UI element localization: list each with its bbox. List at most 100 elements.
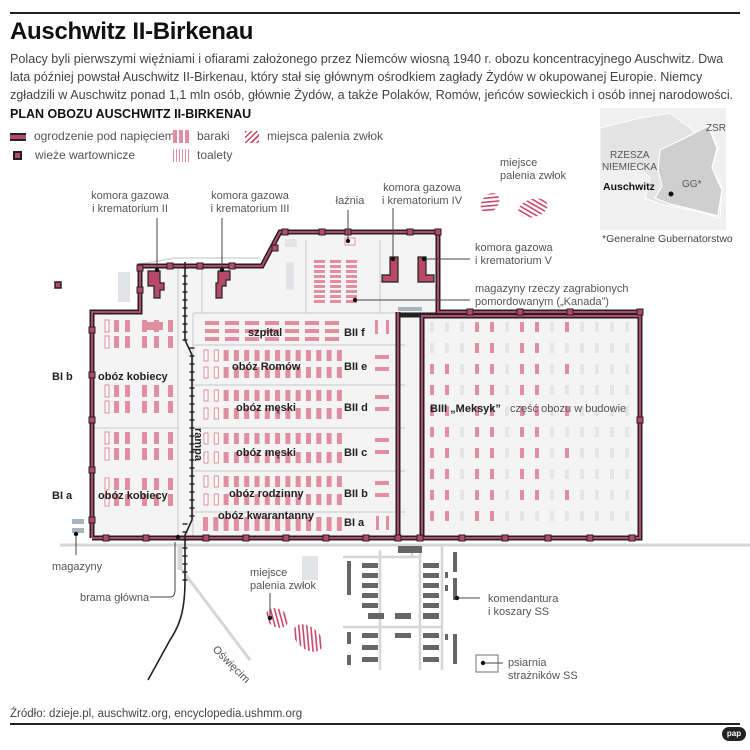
barrack [305,329,319,333]
barrack [505,322,509,332]
barrack [565,406,569,416]
barrack [326,433,332,444]
ss-building [453,634,457,664]
barrack [114,478,119,490]
barrack [114,432,119,444]
burning-sites [265,193,548,652]
section-biie-code: BII e [344,361,367,373]
barrack [305,321,319,325]
barrack [505,406,509,416]
barrack [336,367,342,378]
watch-tower [166,262,174,270]
ss-building [423,593,439,598]
barrack [346,295,357,298]
inset-auschwitz: Auschwitz [603,181,655,193]
section-biif-code: BII f [344,327,365,339]
section-bia-code: BI a [52,490,73,502]
barrack [565,469,569,479]
barrack [223,494,229,505]
railway [147,262,195,681]
barrack [490,322,494,332]
barrack [125,478,130,490]
toilet [203,389,209,402]
barrack [336,452,342,463]
ss-building [362,593,378,598]
barrack [595,448,599,458]
barrack [535,511,539,521]
toilet [213,366,219,379]
barrack [535,448,539,458]
barrack [264,494,270,505]
barrack [314,295,325,298]
barrack [254,433,260,444]
barrack [125,385,130,397]
barrack [254,494,260,505]
barrack [430,343,434,353]
ss-building [453,578,457,600]
section-biic-code: BII c [344,447,367,459]
barrack [445,343,449,353]
barrack [445,511,449,521]
toilet [104,319,110,333]
crematorium-iii [215,270,231,299]
barrack [445,448,449,458]
barrack [375,395,389,399]
barrack [244,433,250,444]
barrack [264,408,270,419]
watch-tower [142,534,150,542]
barrack [295,350,301,361]
barrack [213,517,219,531]
barrack [285,321,299,325]
barrack [330,270,341,273]
ss-building [398,546,422,553]
watch-tower [501,534,509,542]
barrack [295,452,301,463]
barrack [490,469,494,479]
barrack [580,406,584,416]
label-laznia: łaźnia [336,195,366,207]
barrack [375,407,389,411]
barrack [330,290,341,293]
barrack [336,350,342,361]
section-biie-name: obóz Romów [232,361,301,373]
ss-building [368,613,384,619]
watch-tower [88,416,96,424]
toilet [104,447,110,461]
barrack [336,476,342,487]
section-biid-code: BII d [344,402,368,414]
watch-tower [318,228,326,236]
barrack [580,448,584,458]
label-burn1-line2: palenia zwłok [500,170,567,182]
barrack [505,490,509,500]
barrack [336,517,342,531]
crematorium-ii [147,270,165,299]
barrack [203,517,208,531]
barrack [330,260,341,263]
barrack [205,337,219,341]
barrack [610,364,614,374]
barrack [326,350,332,361]
barrack [625,511,629,521]
legend-burning: miejsca palenia zwłok [245,129,383,143]
barrack [295,433,301,444]
barrack [285,367,291,378]
ss-building [423,657,439,662]
barrack [376,516,379,530]
section-biib-code: BII b [344,488,368,500]
section-biia-name: obóz kwarantanny [218,510,315,522]
label-k4-line2: i krematorium IV [382,195,463,207]
barrack [244,452,250,463]
source-note: Źródło: dzieje.pl, auschwitz.org, encycl… [10,708,303,720]
inset-caption: *Generalne Gubernatorstwo [602,233,733,245]
barrack [316,476,322,487]
label-psiarnia-line2: strażników SS [508,670,578,682]
barrack [520,364,524,374]
toilet [203,407,209,420]
barrack [610,490,614,500]
barrack [445,322,449,332]
barrack [505,385,509,395]
barrack [325,337,339,341]
barrack [306,452,311,463]
barrack [114,385,119,397]
barrack [375,355,389,359]
